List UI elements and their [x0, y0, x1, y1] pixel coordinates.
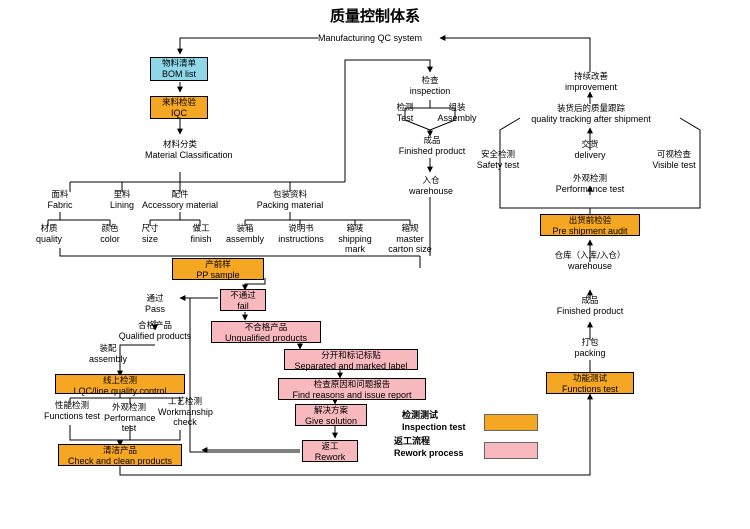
legend-inspection-swatch — [484, 414, 538, 431]
qc-system-label: Manufacturing QC system — [318, 33, 423, 43]
legend-rework-swatch — [484, 442, 538, 459]
warehouse-right: 仓库（入库/入仓）warehouse — [554, 251, 626, 271]
page-title: 质量控制体系 — [329, 7, 420, 25]
